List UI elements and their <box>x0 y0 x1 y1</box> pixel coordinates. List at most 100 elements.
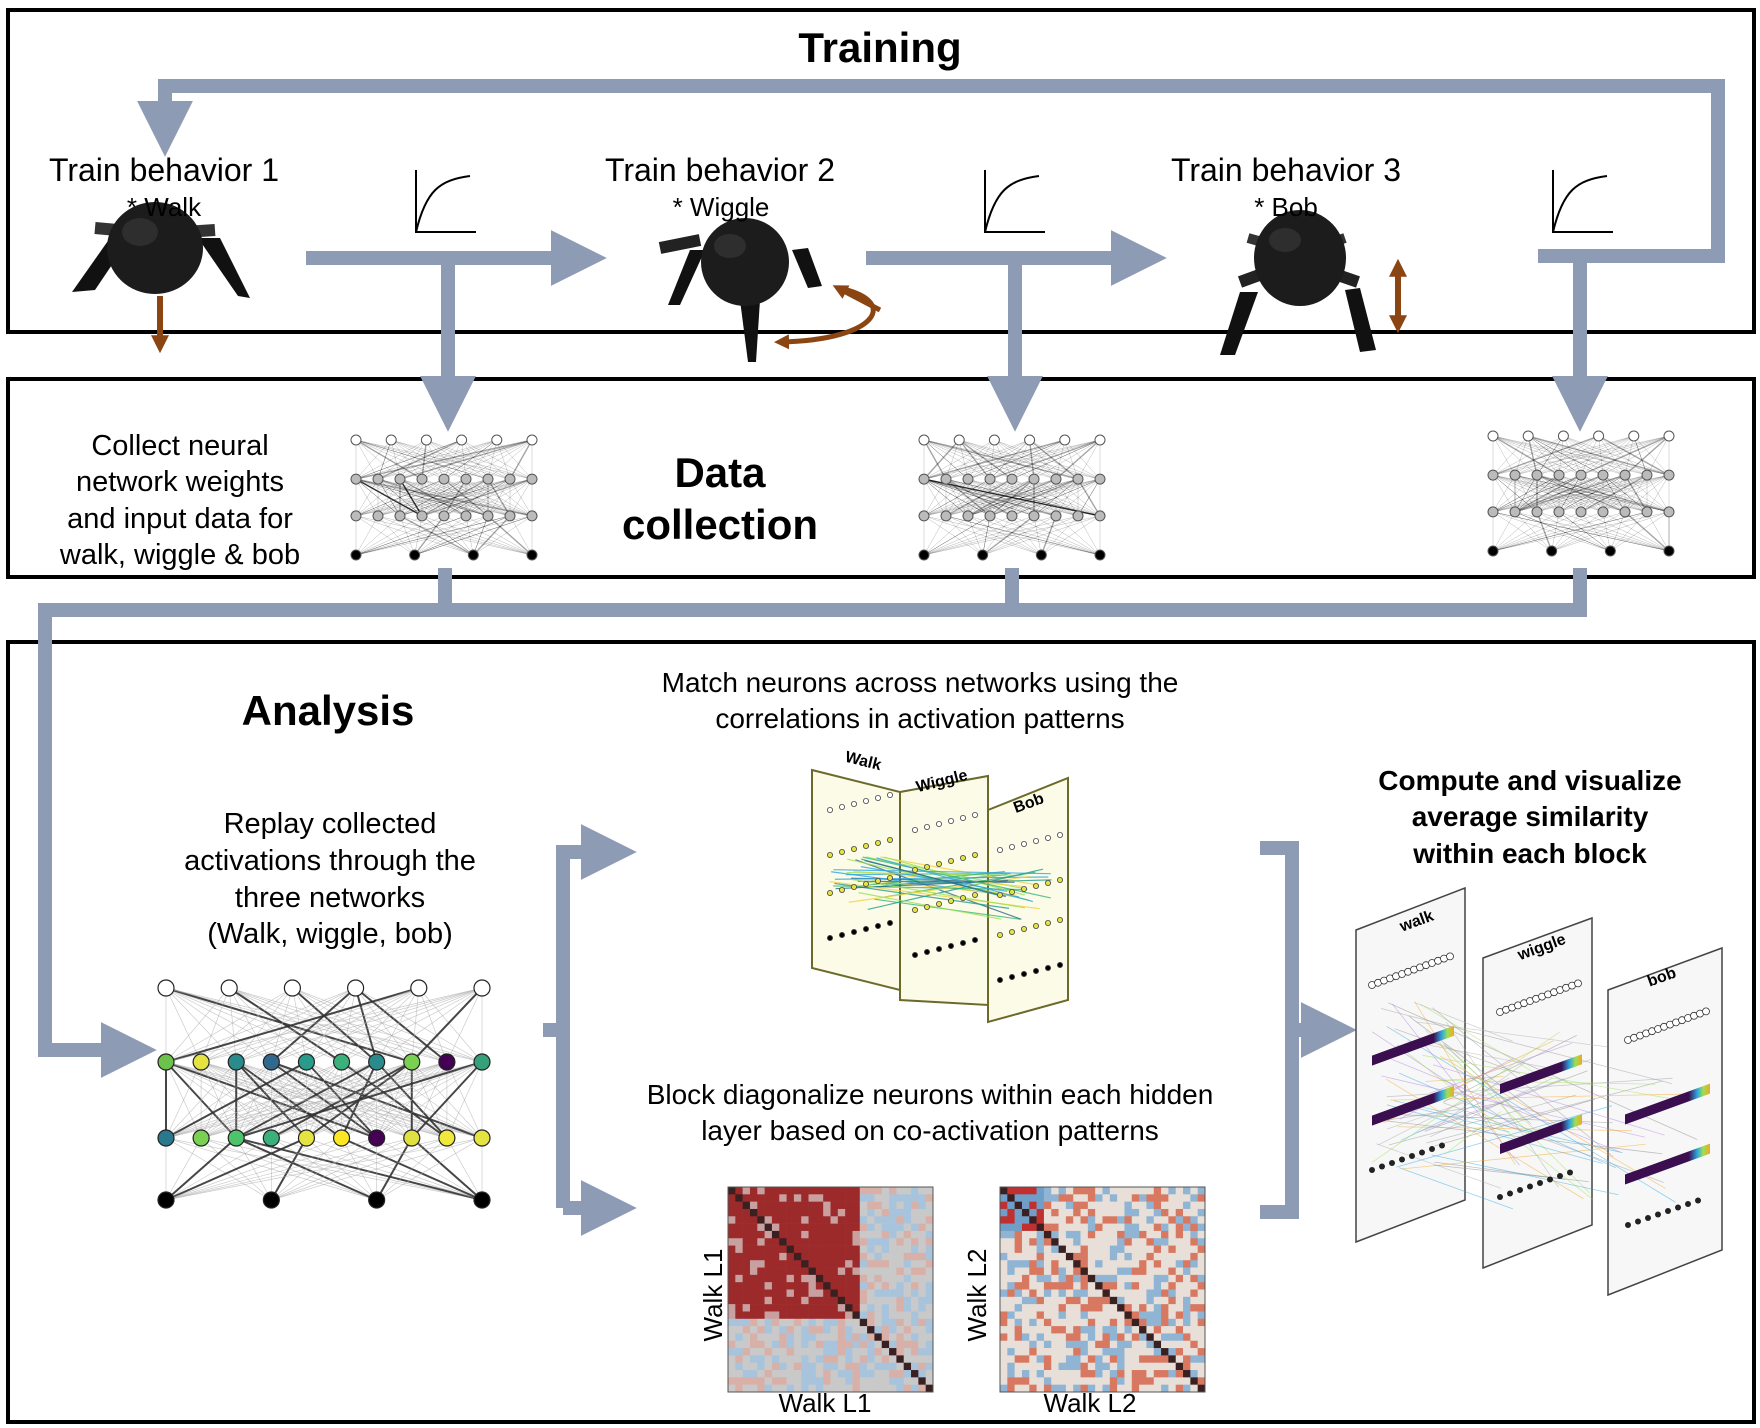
behavior-2-label: Train behavior 2 <box>604 152 836 188</box>
neuron-node <box>962 473 974 485</box>
neuron-node <box>1663 430 1675 442</box>
neuron-node <box>1517 1187 1523 1193</box>
neuron-node <box>157 979 175 997</box>
neuron-node <box>977 549 989 561</box>
neuron-node <box>1487 469 1499 481</box>
neuron-node <box>1619 469 1631 481</box>
neuron-node <box>1050 510 1062 522</box>
neuron-node <box>827 935 834 942</box>
neuron-node <box>997 892 1004 899</box>
neuron-node <box>953 434 965 446</box>
neuron-node <box>1072 510 1084 522</box>
neuron-node <box>350 549 362 561</box>
neuron-node <box>157 1191 175 1209</box>
neuron-node <box>1024 434 1036 446</box>
flow-arrows <box>38 79 1725 1236</box>
neuron-node <box>984 510 996 522</box>
neuron-node <box>912 952 919 959</box>
heatmap-walk-l2 <box>999 1186 1206 1393</box>
collect-desc-1: Collect neural <box>91 430 269 462</box>
neuron-node <box>467 549 479 561</box>
neuron-node <box>1057 917 1064 924</box>
neuron-node <box>887 792 894 799</box>
neuron-node <box>988 434 1000 446</box>
neuron-node <box>1665 1208 1671 1214</box>
neuron-node <box>1522 430 1534 442</box>
neuron-node <box>997 977 1004 984</box>
compute-text-3: within each block <box>1413 838 1647 869</box>
neuron-node <box>409 549 421 561</box>
neuron-node <box>192 1053 210 1071</box>
neuron-node <box>473 979 491 997</box>
neuron-node <box>918 473 930 485</box>
neuron-node <box>1619 506 1631 518</box>
neuron-node <box>372 473 384 485</box>
neuron-node <box>948 818 955 825</box>
neuron-node <box>1094 434 1106 446</box>
neuron-node <box>504 473 516 485</box>
neuron-node <box>875 840 882 847</box>
neuron-node <box>220 979 238 997</box>
neuron-node <box>1033 883 1040 890</box>
neuron-node <box>1675 1204 1681 1211</box>
neuron-node <box>526 434 538 446</box>
neuron-node <box>420 434 432 446</box>
neuron-node <box>839 887 846 894</box>
neuron-node <box>827 852 834 859</box>
replay-text-4: (Walk, wiggle, bob) <box>207 918 453 950</box>
neuron-node <box>827 890 834 897</box>
neuron-node <box>297 1129 316 1147</box>
neuron-node <box>1537 1180 1543 1186</box>
neuron-node <box>948 943 955 950</box>
neuron-node <box>332 1129 351 1147</box>
neuron-node <box>1059 434 1071 446</box>
neuron-node <box>1409 1153 1415 1159</box>
neuron-node <box>1021 886 1028 893</box>
neuron-node <box>839 804 846 811</box>
behavior-1-sub: * Walk <box>126 192 202 222</box>
data-collection-title-2: collection <box>621 501 819 548</box>
neuron-node <box>262 1191 280 1209</box>
neuron-node <box>1553 469 1565 481</box>
neuron-node <box>1663 545 1675 557</box>
neuron-node <box>887 837 894 844</box>
neuron-node <box>491 434 503 446</box>
neuron-node <box>918 434 930 446</box>
behavior-3-label: Train behavior 3 <box>1170 152 1402 188</box>
neuron-node <box>960 855 967 862</box>
neuron-node <box>372 510 384 522</box>
neuron-node <box>936 946 943 953</box>
neuron-node <box>1497 1194 1503 1200</box>
neuron-node <box>863 881 870 888</box>
neuron-node <box>863 798 870 805</box>
robot-bob-image <box>1220 210 1407 355</box>
neuron-node <box>460 510 472 522</box>
learning-curve-icon <box>984 170 1045 233</box>
behavior-1-label: Train behavior 1 <box>48 152 280 188</box>
replay-text-2: activations through the <box>184 845 476 877</box>
neuron-node <box>912 867 919 874</box>
neuron-node <box>157 1053 175 1071</box>
neuron-node <box>1009 929 1016 936</box>
neuron-node <box>403 1053 421 1071</box>
neuron-node <box>863 926 870 933</box>
neuron-node <box>887 920 894 927</box>
heatmap-1-xlabel: Walk L1 <box>778 1388 872 1418</box>
neuron-node <box>1509 506 1521 518</box>
neuron-node <box>368 1191 386 1209</box>
neuron-node <box>1006 473 1018 485</box>
neuron-node <box>1641 506 1653 518</box>
neuron-node <box>1094 510 1106 522</box>
neuron-node <box>350 434 362 446</box>
neuron-node <box>1057 962 1064 969</box>
neuron-node <box>851 929 858 936</box>
training-title: Training <box>798 24 962 71</box>
data-collection-box <box>6 377 1756 579</box>
block-text-2: layer based on co-activation patterns <box>701 1115 1159 1146</box>
neuron-node <box>350 473 362 485</box>
neuron-node <box>912 827 919 834</box>
neuron-node <box>385 434 397 446</box>
neuron-node <box>1033 838 1040 845</box>
